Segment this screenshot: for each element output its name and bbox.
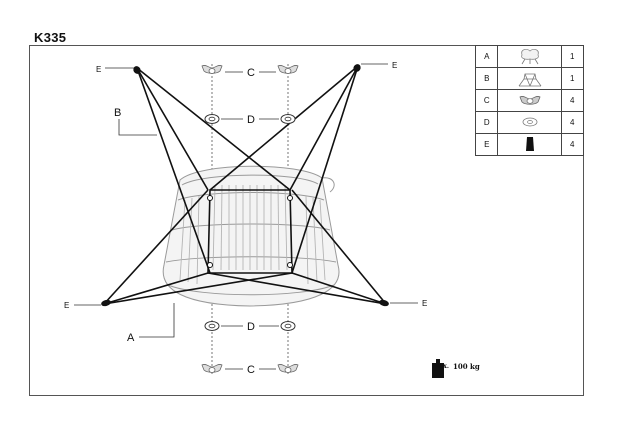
weight-limit: max. 100 kg xyxy=(431,362,480,371)
callout-d-top: D xyxy=(247,114,255,126)
part-qty: 4 xyxy=(560,133,585,156)
weight-limit-prefix: max. xyxy=(433,363,449,370)
parts-row-c: C 4 xyxy=(474,89,585,112)
part-letter: A xyxy=(474,45,499,68)
washer-bottom-left xyxy=(204,321,220,331)
chair-seat-icon xyxy=(520,48,539,64)
metal-frame xyxy=(103,65,387,305)
callout-c-bottom: C xyxy=(247,364,255,376)
part-qty: 1 xyxy=(560,45,585,68)
wing-nut-top-left xyxy=(201,65,223,74)
part-letter: D xyxy=(474,111,499,134)
callout-e-bottom-right: E xyxy=(422,299,427,308)
callout-e-bottom-left: E xyxy=(64,301,69,310)
part-qty: 1 xyxy=(560,67,585,90)
weight-limit-value: 100 kg xyxy=(453,362,480,371)
part-letter: E xyxy=(474,133,499,156)
part-qty: 4 xyxy=(560,111,585,134)
weight-icon xyxy=(432,359,444,378)
callout-b: B xyxy=(114,107,121,119)
model-title: K335 xyxy=(34,30,67,45)
washer-top-right xyxy=(280,114,296,124)
foot-cap-bottom-right xyxy=(379,299,389,307)
parts-row-e: E 4 xyxy=(474,133,585,156)
parts-row-a: A 1 xyxy=(474,45,585,68)
callout-e-top-left: E xyxy=(96,65,101,74)
foot-caps xyxy=(101,64,389,307)
parts-list-table: A 1 B xyxy=(474,45,585,156)
washer-icon xyxy=(522,117,537,126)
callout-a: A xyxy=(127,332,135,344)
diagram-border xyxy=(29,45,584,396)
part-letter: B xyxy=(474,67,499,90)
metal-frame-icon xyxy=(518,73,541,86)
part-letter: C xyxy=(474,89,499,112)
parts-row-d: D 4 xyxy=(474,111,585,134)
foot-cap-bottom-left xyxy=(101,299,111,307)
chair-seat xyxy=(162,165,340,307)
leader-lines xyxy=(74,63,418,370)
parts-row-b: B 1 xyxy=(474,67,585,90)
part-qty: 4 xyxy=(560,89,585,112)
foot-cap-top-right xyxy=(353,64,361,72)
callout-e-top-right: E xyxy=(392,61,397,70)
frame-bolt-points xyxy=(207,195,293,268)
callout-c-top: C xyxy=(247,67,255,79)
callout-d-bottom: D xyxy=(247,321,255,333)
washer-top-left xyxy=(204,114,220,124)
wing-nut-icon xyxy=(518,95,541,105)
foot-cap-top-left xyxy=(133,66,141,74)
wing-nut-top-right xyxy=(277,65,299,74)
foot-cap-icon xyxy=(525,136,534,151)
washer-bottom-right xyxy=(280,321,296,331)
